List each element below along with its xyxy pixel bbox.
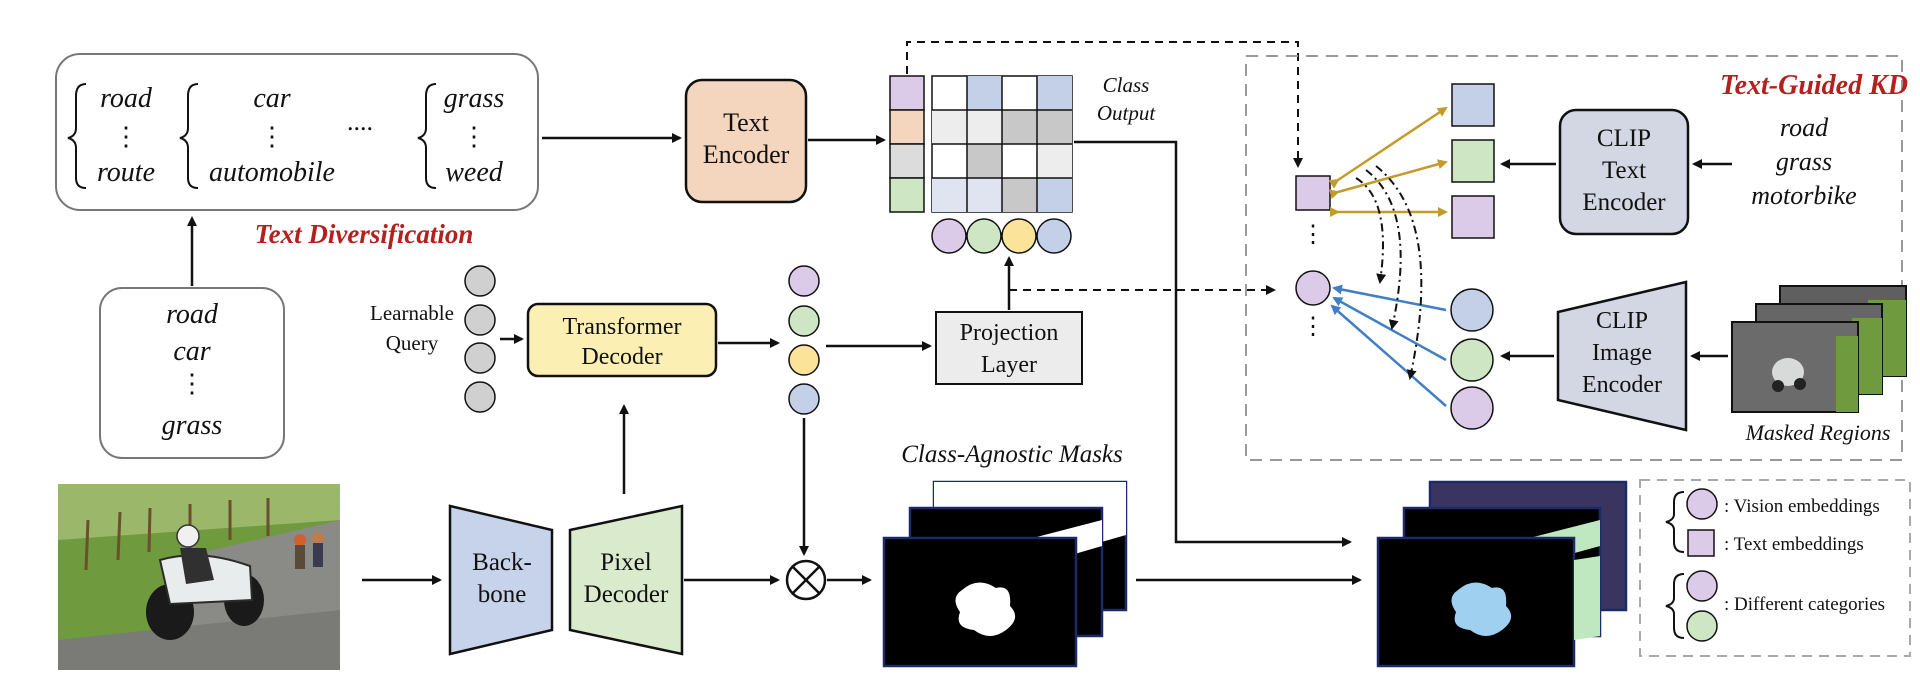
projection-layer-label-1: Projection xyxy=(960,320,1059,346)
legend-text-label: : Text embeddings xyxy=(1724,534,1864,555)
vertical-ellipsis: ⋮ xyxy=(259,122,285,151)
transformer-decoder-label-1: Transformer xyxy=(562,314,681,340)
pixel-decoder-label-1: Pixel xyxy=(600,549,651,576)
relation-kd-arrows xyxy=(1355,165,1423,380)
text-encoder-label-1: Text xyxy=(723,108,770,137)
clip-image-embeddings xyxy=(1450,288,1494,430)
kd-vision-embedding xyxy=(1295,270,1331,306)
clip-image-encoder-block: CLIP Image Encoder xyxy=(1556,280,1688,432)
class-names-box: road car ⋮ grass xyxy=(99,287,285,459)
backbone-label-1: Back- xyxy=(472,549,532,576)
class-agnostic-mask-stack xyxy=(882,480,1128,668)
class-output-label-1: Class xyxy=(1103,73,1150,97)
legend-category-swatch-1 xyxy=(1686,570,1718,602)
clip-text-label-1: CLIP xyxy=(1597,125,1651,152)
text-encoder-box: Text Encoder xyxy=(684,78,808,204)
text-diversification-title: Text Diversification xyxy=(255,219,474,249)
class-name-car: car xyxy=(173,336,210,367)
class-output-label-2: Output xyxy=(1097,101,1157,125)
horizontal-ellipsis: .... xyxy=(347,107,373,136)
class-name-grass: grass xyxy=(162,410,223,441)
synonym-weed: weed xyxy=(445,157,504,188)
text-diversification-box: road ⋮ route car ⋮ automobile .... grass… xyxy=(55,53,539,211)
projected-query-circles xyxy=(931,218,1072,254)
vertical-ellipsis: ⋮ xyxy=(179,369,205,398)
learnable-query-label-2: Query xyxy=(386,331,439,355)
legend-categories-label: : Different categories xyxy=(1724,594,1885,615)
vertical-ellipsis: ⋮ xyxy=(461,122,487,151)
backbone-label-2: bone xyxy=(478,581,527,608)
legend-vision-swatch xyxy=(1686,488,1718,520)
clip-text-label-2: Text xyxy=(1602,157,1646,184)
masked-regions-label: Masked Regions xyxy=(1745,420,1891,445)
kd-text-embedding xyxy=(1295,175,1331,211)
input-image-motorbike xyxy=(58,484,340,670)
masked-regions-stack xyxy=(1731,285,1907,413)
legend-category-swatch-2 xyxy=(1686,610,1718,642)
legend-vision-label: : Vision embeddings xyxy=(1724,496,1880,517)
clip-text-encoder-box: CLIP Text Encoder xyxy=(1558,108,1690,236)
clip-text-embeddings xyxy=(1451,83,1495,239)
synonym-automobile: automobile xyxy=(209,157,335,188)
text-encoder-label-2: Encoder xyxy=(703,140,790,169)
text-embedding-column xyxy=(889,75,925,213)
text-kd-arrows xyxy=(1328,106,1448,217)
clip-image-label-3: Encoder xyxy=(1582,372,1662,398)
legend-text-swatch xyxy=(1687,529,1715,557)
class-agnostic-masks-title: Class-Agnostic Masks xyxy=(901,441,1123,468)
dashed-arrow-text-embeddings-to-kd xyxy=(906,41,1303,168)
kd-word-motorbike: motorbike xyxy=(1751,181,1856,210)
transformer-decoder-box: Transformer Decoder xyxy=(526,302,718,378)
vertical-ellipsis: ⋮ xyxy=(1301,222,1325,248)
transformer-decoder-label-2: Decoder xyxy=(581,344,662,370)
synonym-route: route xyxy=(97,157,155,188)
kd-dashed-region xyxy=(1245,55,1903,461)
clip-text-label-3: Encoder xyxy=(1582,189,1666,216)
vertical-ellipsis: ⋮ xyxy=(1301,314,1325,340)
projection-layer-label-2: Layer xyxy=(981,352,1037,378)
vision-kd-arrows xyxy=(1330,284,1447,407)
backbone-block: Back- bone xyxy=(448,504,554,656)
kd-title: Text-Guided KD xyxy=(1720,70,1908,101)
pixel-decoder-block: Pixel Decoder xyxy=(568,504,684,656)
synonym-car: car xyxy=(253,83,290,114)
arrow-class-output-to-result xyxy=(1074,140,1352,547)
clip-image-label-2: Image xyxy=(1592,340,1652,366)
pixel-decoder-label-2: Decoder xyxy=(584,581,669,608)
learnable-query-circles xyxy=(464,265,496,413)
kd-word-road: road xyxy=(1780,113,1829,142)
similarity-matrix xyxy=(931,75,1073,213)
kd-word-grass: grass xyxy=(1776,147,1832,176)
synonym-grass: grass xyxy=(444,83,505,114)
multiply-operator xyxy=(785,559,827,601)
vertical-ellipsis: ⋮ xyxy=(113,122,139,151)
projection-layer-box: Projection Layer xyxy=(935,311,1083,385)
final-segmentation-stack xyxy=(1376,480,1628,668)
legend-box: : Vision embeddings : Text embeddings : … xyxy=(1639,479,1911,657)
class-name-road: road xyxy=(166,299,219,330)
learnable-query-label-1: Learnable xyxy=(370,301,454,325)
synonym-road: road xyxy=(100,83,153,114)
clip-image-label-1: CLIP xyxy=(1596,308,1648,334)
query-embedding-circles xyxy=(788,265,820,415)
